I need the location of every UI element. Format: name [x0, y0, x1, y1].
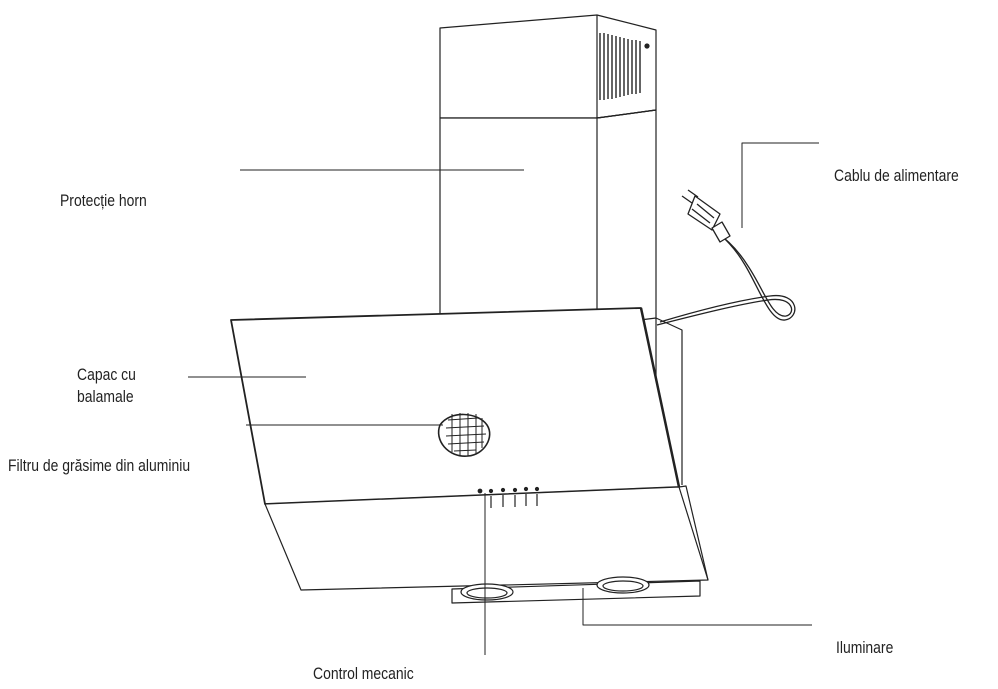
chimney-lower-section	[439, 109, 657, 321]
lower-panel	[264, 485, 709, 591]
chimney-vents	[599, 33, 641, 100]
plug-icon	[681, 189, 731, 243]
label-power-cable: Cablu de alimentare	[834, 166, 959, 185]
control-buttons	[477, 486, 540, 508]
chimney-upper-section	[439, 14, 657, 119]
glass-panel	[230, 307, 681, 505]
lights-housing	[451, 576, 701, 604]
leader-lines	[188, 142, 819, 655]
label-mechanical-control: Control mecanic	[313, 664, 414, 683]
grease-filter-knob-icon	[437, 413, 491, 457]
label-grease-filter: Filtru de grăsime din aluminiu	[8, 456, 191, 475]
power-cable	[656, 189, 796, 326]
label-chimney-cover: Protecție horn	[60, 191, 147, 210]
label-hinged-cover: Capac cu balamale	[77, 365, 136, 406]
label-lighting: Iluminare	[836, 638, 894, 657]
leader-cable	[741, 142, 819, 228]
leader-lighting	[582, 588, 812, 626]
